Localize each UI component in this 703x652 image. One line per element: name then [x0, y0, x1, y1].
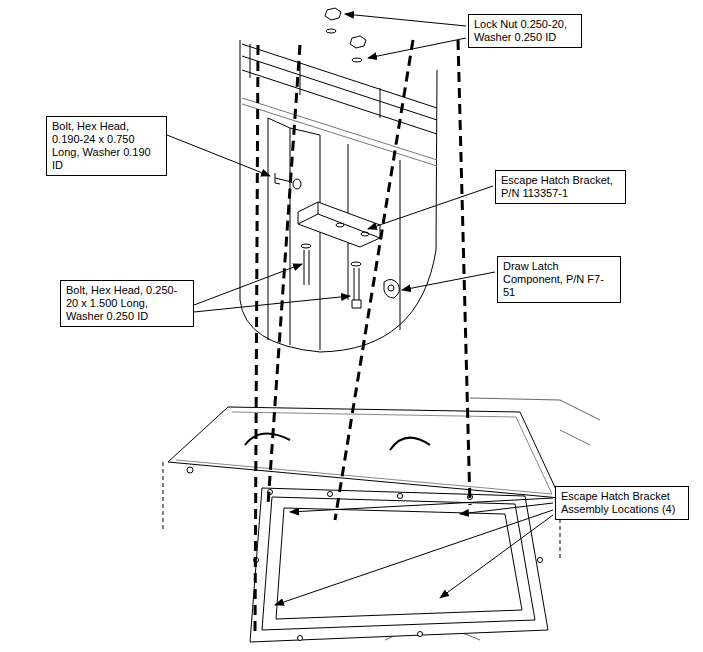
- callout-text: Bolt, Hex Head, 0.250-20 x 1.500 Long, W…: [66, 284, 188, 323]
- callout-box: Escape Hatch Bracket, P/N 113357-1: [495, 170, 626, 204]
- callout-box: Bolt, Hex Head, 0.190-24 x 0.750 Long, W…: [46, 116, 167, 176]
- callout-text: Bolt, Hex Head, 0.190-24 x 0.750 Long, W…: [52, 120, 161, 172]
- callout-text: Lock Nut 0.250-20, Washer 0.250 ID: [474, 18, 576, 44]
- callout-text: Draw Latch Component, P/N F7-51: [503, 260, 615, 299]
- callout-box: Draw Latch Component, P/N F7-51: [497, 256, 621, 303]
- callout-text: Escape Hatch Bracket Assembly Locations …: [561, 490, 683, 516]
- callout-box: Lock Nut 0.250-20, Washer 0.250 ID: [468, 14, 582, 48]
- callout-box: Bolt, Hex Head, 0.250-20 x 1.500 Long, W…: [60, 280, 194, 327]
- callout-text: Escape Hatch Bracket, P/N 113357-1: [501, 174, 620, 200]
- callout-box: Escape Hatch Bracket Assembly Locations …: [555, 486, 689, 520]
